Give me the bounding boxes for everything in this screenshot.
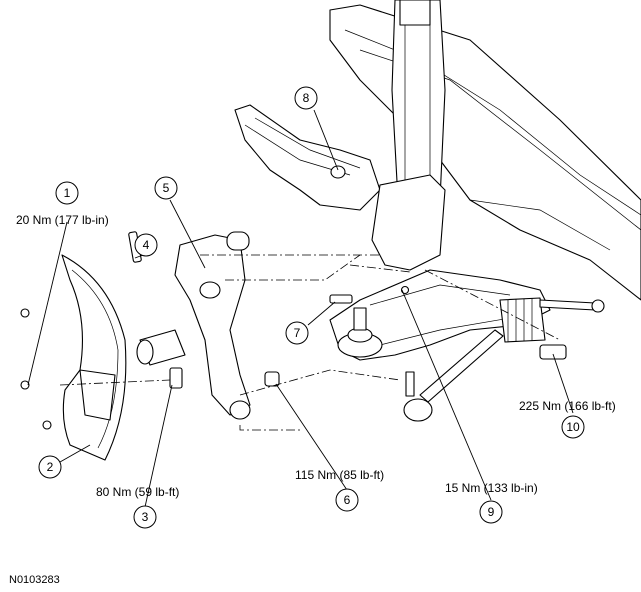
callout-bubble (154, 176, 178, 200)
callout-bubble (38, 455, 62, 479)
callout-9: 15 Nm (133 lb-in) 9 (445, 481, 538, 524)
callout-2: 2 (38, 455, 62, 479)
callout-bubble (335, 488, 359, 512)
torque-spec: 225 Nm (166 lb-ft) (519, 399, 616, 413)
callout-number: 5 (163, 181, 170, 195)
callout-10: 225 Nm (166 lb-ft) 10 (519, 399, 616, 439)
torque-spec: 115 Nm (85 lb-ft) (295, 468, 384, 482)
frame-rail (329, 4, 641, 301)
callout-7: 7 (285, 321, 309, 345)
callout-leaders (27, 109, 574, 508)
torque-spec: 80 Nm (59 lb-ft) (96, 485, 179, 499)
tie-rod (419, 329, 504, 403)
brake-shield (61, 254, 127, 461)
callout-bubble (285, 321, 309, 345)
fastener-bolts (20, 165, 605, 430)
callout-number: 3 (142, 510, 149, 524)
callout-bubble (561, 415, 585, 439)
callout-number: 8 (303, 91, 310, 105)
callout-8: 8 (294, 86, 318, 110)
torque-spec: 15 Nm (133 lb-in) (445, 481, 538, 495)
callout-number: 10 (566, 420, 580, 434)
steering-knuckle (174, 234, 251, 416)
callout-bubble (294, 86, 318, 110)
shock-bracket (371, 174, 446, 271)
callout-bubble (479, 500, 503, 524)
callout-number: 1 (64, 186, 71, 200)
callout-bubble (134, 233, 158, 257)
torque-spec: 20 Nm (177 lb-in) (16, 213, 109, 227)
callout-number: 6 (344, 493, 351, 507)
callout-6: 115 Nm (85 lb-ft) 6 (295, 468, 384, 512)
suspension-line-art (20, 0, 641, 461)
steering-gear-boot (499, 297, 546, 343)
callout-4: 4 (134, 233, 158, 257)
callout-number: 4 (143, 238, 150, 252)
callout-number: 2 (47, 460, 54, 474)
callout-number: 7 (294, 326, 301, 340)
figure-id: N0103283 (9, 574, 60, 586)
callout-bubble (133, 505, 157, 529)
callout-3: 80 Nm (59 lb-ft) 3 (96, 485, 179, 529)
callout-number: 9 (488, 505, 495, 519)
upper-bracket (234, 104, 381, 211)
callout-1: 1 20 Nm (177 lb-in) (16, 181, 109, 227)
callout-bubble (55, 181, 79, 205)
callout-5: 5 (154, 176, 178, 200)
